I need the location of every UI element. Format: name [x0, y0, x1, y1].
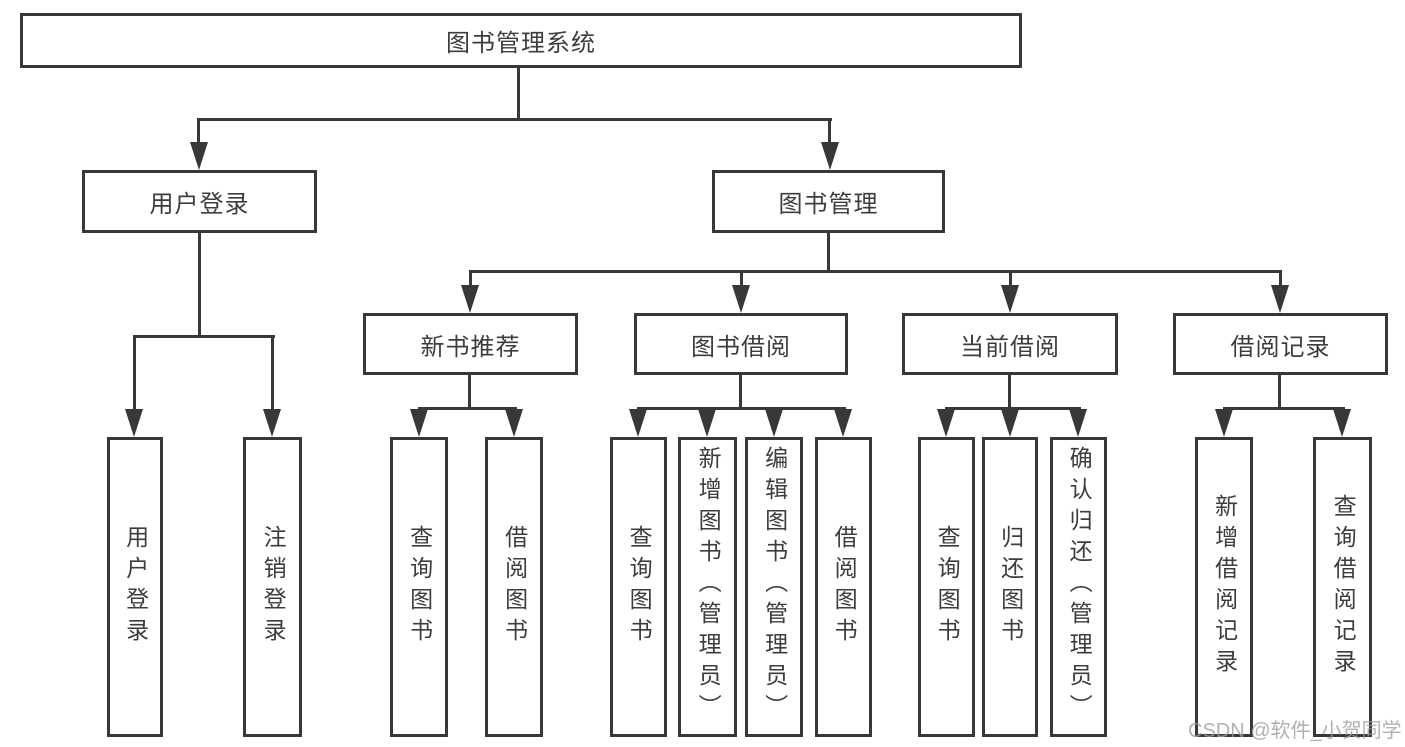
node-book-management: 图书管理 [712, 170, 945, 233]
arrowhead [461, 285, 479, 313]
leaf-borrow-books-borrowing: 借阅图书 [815, 437, 872, 737]
arrowhead [834, 409, 852, 437]
leaf-edit-book-admin: 编辑图书（管理员） [745, 437, 803, 737]
connector-line [133, 335, 275, 338]
csdn-watermark: CSDN @软件_小贺同学 [1188, 720, 1402, 742]
leaf-query-books-borrowing: 查询图书 [610, 437, 667, 737]
node-current-borrowing: 当前借阅 [902, 313, 1118, 375]
arrowhead [1271, 285, 1289, 313]
leaf-query-books-recommend: 查询图书 [390, 437, 448, 737]
leaf-add-borrow-record: 新增借阅记录 [1195, 437, 1253, 737]
connector-line [133, 335, 136, 413]
leaf-user-login: 用户登录 [107, 437, 163, 737]
arrowhead [190, 142, 208, 170]
arrowhead [505, 409, 523, 437]
node-root: 图书管理系统 [20, 13, 1022, 68]
leaf-add-book-admin: 新增图书（管理员） [678, 437, 737, 737]
arrowhead [1069, 409, 1087, 437]
arrowhead [937, 409, 955, 437]
connector-line [418, 407, 517, 410]
connector-line [637, 407, 846, 410]
connector-line [197, 118, 200, 146]
arrowhead [1333, 409, 1351, 437]
connector-line [517, 68, 520, 121]
connector-line [1279, 270, 1282, 288]
connector-line [827, 233, 830, 273]
connector-line [1278, 375, 1281, 410]
connector-line [740, 270, 743, 288]
connector-line [271, 335, 274, 413]
leaf-query-books-current: 查询图书 [918, 437, 975, 737]
connector-line [945, 407, 1081, 410]
arrowhead [1001, 409, 1019, 437]
node-book-borrowing: 图书借阅 [634, 313, 848, 375]
arrowhead [765, 409, 783, 437]
connector-line [198, 233, 201, 338]
leaf-borrow-books-recommend: 借阅图书 [485, 437, 543, 737]
arrowhead [732, 285, 750, 313]
connector-line [1008, 375, 1011, 410]
arrowhead [698, 409, 716, 437]
connector-line [828, 118, 831, 146]
arrowhead [1215, 409, 1233, 437]
leaf-confirm-return-admin: 确认归还（管理员） [1050, 437, 1107, 737]
node-user-login: 用户登录 [82, 170, 317, 233]
connector-line [468, 375, 471, 410]
arrowhead [263, 409, 281, 437]
arrowhead [410, 409, 428, 437]
connector-line [197, 118, 832, 121]
arrowhead [125, 409, 143, 437]
node-borrow-records: 借阅记录 [1173, 313, 1388, 375]
leaf-logout: 注销登录 [243, 437, 302, 737]
node-new-book-recommend: 新书推荐 [363, 313, 578, 375]
arrowhead [629, 409, 647, 437]
leaf-query-borrow-record: 查询借阅记录 [1313, 437, 1372, 737]
connector-line [469, 270, 1282, 273]
connector-line [739, 375, 742, 410]
connector-line [1009, 270, 1012, 288]
connector-line [1223, 407, 1345, 410]
leaf-return-book: 归还图书 [982, 437, 1038, 737]
arrowhead [821, 142, 839, 170]
connector-line [469, 270, 472, 288]
arrowhead [1001, 285, 1019, 313]
